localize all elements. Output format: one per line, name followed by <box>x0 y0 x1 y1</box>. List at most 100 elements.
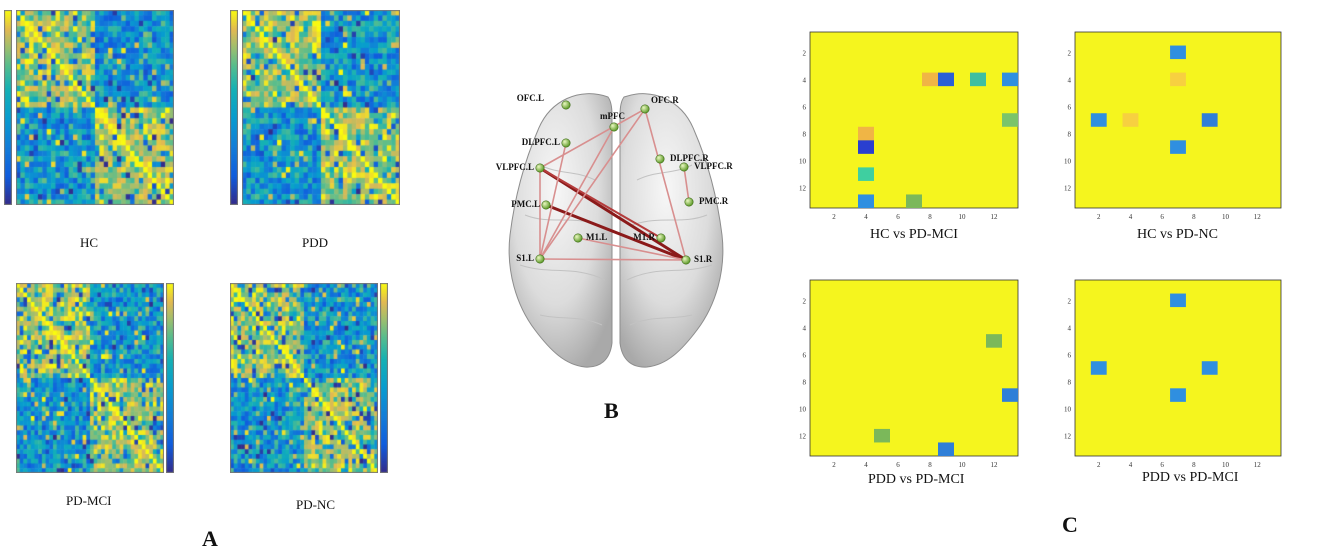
significant-cell <box>858 126 874 141</box>
colorbar <box>166 283 174 473</box>
connectivity-matrix-pd-mci <box>16 283 164 473</box>
significant-cell <box>1170 140 1186 154</box>
node-label-s1_l: S1.L <box>516 253 534 263</box>
y-tick-label: 6 <box>1068 351 1072 359</box>
matrix-background <box>809 279 1019 457</box>
colorbar <box>4 10 12 205</box>
panel-label-a: A <box>202 526 218 551</box>
significant-cell <box>970 72 986 87</box>
x-tick-label: 8 <box>1192 213 1196 221</box>
node-ofc_r <box>640 104 650 114</box>
edge-s1_l-ofc_r <box>539 108 646 260</box>
y-tick-label: 12 <box>1064 433 1072 441</box>
node-s1_r <box>681 255 691 265</box>
x-tick-label: 8 <box>928 213 932 221</box>
significant-cell <box>1090 361 1107 375</box>
node-label-vlpfc_r: VLPFC.R <box>694 161 733 171</box>
significant-cell <box>922 72 938 87</box>
x-tick-label: 2 <box>1097 461 1101 469</box>
x-tick-label: 4 <box>1129 213 1133 221</box>
node-label-vlpfc_l: VLPFC.L <box>496 162 534 172</box>
node-label-dlpfc_l: DLPFC.L <box>522 137 560 147</box>
x-tick-label: 12 <box>1254 461 1262 469</box>
node-dlpfc_l <box>561 138 571 148</box>
edge-s1_l-s1_r <box>539 258 687 261</box>
significant-cell <box>1170 388 1186 402</box>
x-tick-label: 12 <box>991 213 999 221</box>
y-tick-label: 6 <box>803 351 807 359</box>
matrix-background <box>1074 31 1282 209</box>
colorbar <box>380 283 388 473</box>
significant-cell <box>858 140 874 154</box>
matrix-label: PD-MCI <box>66 493 112 508</box>
edge-vlpfc_l-m1_r <box>539 167 662 239</box>
y-tick-label: 8 <box>1068 131 1072 139</box>
significant-cell <box>906 194 922 208</box>
y-tick-label: 2 <box>1068 297 1072 305</box>
edge-vlpfc_r-pmc_r <box>683 166 690 203</box>
x-tick-label: 10 <box>1222 461 1230 469</box>
y-tick-label: 2 <box>1068 49 1072 57</box>
y-tick-label: 10 <box>1064 158 1072 166</box>
x-tick-label: 6 <box>896 461 900 469</box>
colorbar <box>230 10 238 205</box>
significant-cell <box>1170 293 1186 308</box>
significant-cell <box>1201 113 1218 127</box>
node-label-ofc_r: OFC.R <box>651 95 679 105</box>
edge-mpfc-s1_l <box>539 126 615 260</box>
x-tick-label: 4 <box>864 213 868 221</box>
y-tick-label: 4 <box>1068 324 1072 332</box>
connectivity-matrix-pd-nc <box>230 283 378 473</box>
x-tick-label: 2 <box>1097 213 1101 221</box>
significant-cell <box>858 194 874 208</box>
node-s1_l <box>535 254 545 264</box>
y-tick-label: 8 <box>803 379 807 387</box>
y-tick-label: 10 <box>799 406 807 414</box>
significant-cell <box>1002 113 1018 127</box>
x-tick-label: 6 <box>1160 213 1164 221</box>
node-vlpfc_r <box>679 162 689 172</box>
chart-title: HC vs PD-MCI <box>870 227 958 242</box>
node-vlpfc_l <box>535 163 545 173</box>
matrix-label: HC <box>80 235 99 250</box>
x-tick-label: 10 <box>959 213 967 221</box>
significant-cell <box>1170 72 1186 87</box>
node-dlpfc_r <box>655 154 665 164</box>
chart-title: PDD vs PD-MCI <box>868 472 965 487</box>
edge-dlpfc_l-s1_l <box>539 142 567 260</box>
significant-cell <box>986 334 1002 348</box>
x-tick-label: 4 <box>864 461 868 469</box>
significant-cell <box>1122 113 1139 127</box>
node-pmc_l <box>541 200 551 210</box>
x-tick-label: 12 <box>991 461 999 469</box>
y-tick-label: 4 <box>803 324 807 332</box>
x-tick-label: 12 <box>1254 213 1262 221</box>
x-tick-label: 6 <box>896 213 900 221</box>
significant-cell <box>1002 388 1018 402</box>
y-tick-label: 2 <box>803 297 807 305</box>
chart-title: HC vs PD-NC <box>1137 227 1218 242</box>
matrix-label: PDD <box>302 235 329 250</box>
significant-cell <box>1090 113 1107 127</box>
significant-cell <box>938 442 954 456</box>
node-label-mpfc: mPFC <box>600 111 625 121</box>
panel-label-c: C <box>1062 512 1078 537</box>
edge-vlpfc_l-s1_r <box>539 166 687 262</box>
connectivity-matrix-pdd <box>242 10 400 205</box>
y-tick-label: 12 <box>799 185 807 193</box>
y-tick-label: 4 <box>1068 76 1072 84</box>
x-tick-label: 2 <box>832 461 836 469</box>
y-tick-label: 2 <box>803 49 807 57</box>
node-m1_r <box>656 233 666 243</box>
connectivity-matrix-hc <box>16 10 174 205</box>
significant-cell <box>938 72 954 87</box>
significant-cell <box>874 428 890 443</box>
x-tick-label: 2 <box>832 213 836 221</box>
x-tick-label: 8 <box>1192 461 1196 469</box>
y-tick-label: 6 <box>803 103 807 111</box>
significant-cell <box>1170 45 1186 60</box>
